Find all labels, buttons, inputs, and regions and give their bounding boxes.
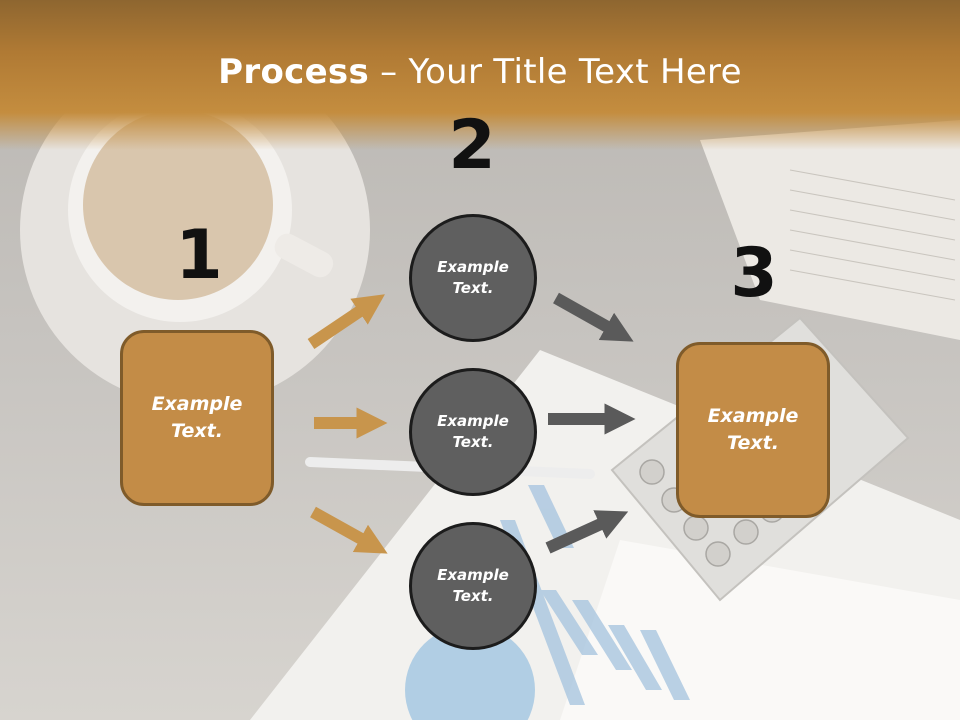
title-bold: Process: [218, 52, 370, 92]
step-number-1: 1: [175, 216, 223, 295]
step-2-circle-top[interactable]: Example Text.: [409, 214, 537, 342]
arrow-2a-to-3: [553, 292, 634, 342]
step-2-circle-bottom[interactable]: Example Text.: [409, 522, 537, 650]
step-1-box[interactable]: Example Text.: [120, 330, 274, 506]
arrow-1-to-2a: [307, 294, 385, 349]
step-1-text: Example Text.: [151, 393, 243, 442]
step-3-box[interactable]: Example Text.: [676, 342, 830, 518]
title-rest: – Your Title Text Here: [369, 52, 742, 92]
paper-sheet-2: [560, 540, 960, 720]
step-3-text: Example Text.: [707, 405, 799, 454]
arrow-2c-to-3: [545, 510, 629, 554]
slide-title: Process – Your Title Text Here: [0, 52, 960, 92]
notebook: [700, 120, 960, 340]
step-2-text-middle: Example Text.: [437, 412, 509, 451]
arrow-1-to-2c: [310, 506, 388, 554]
step-number-2: 2: [448, 106, 496, 185]
paper-pie-chart: [405, 625, 535, 720]
step-2-circle-middle[interactable]: Example Text.: [409, 368, 537, 496]
title-bar: [0, 0, 960, 150]
cup-handle: [274, 233, 334, 278]
step-number-3: 3: [730, 234, 778, 313]
coffee: [83, 110, 273, 300]
step-2-text-bottom: Example Text.: [437, 566, 509, 605]
step-2-text-top: Example Text.: [437, 258, 509, 297]
notebook-lines: [789, 169, 956, 301]
